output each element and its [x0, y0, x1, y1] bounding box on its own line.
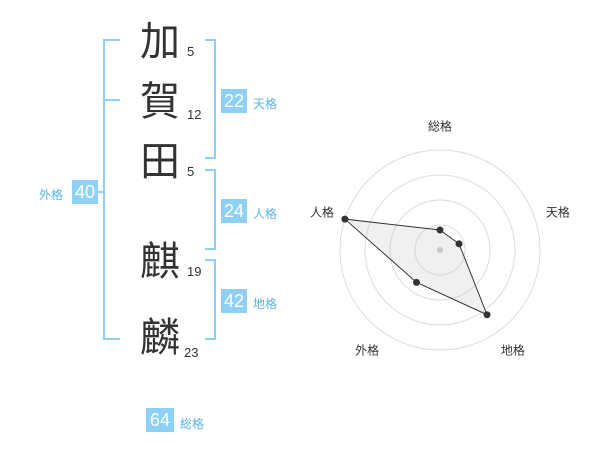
stroke-count-5: 23 — [184, 345, 199, 360]
tenkaku-bracket — [205, 39, 216, 159]
jinkaku-bracket — [205, 169, 216, 250]
radar-ring — [389, 199, 491, 301]
radar-axis-label-5: 人格 — [310, 205, 335, 220]
radar-ring — [364, 174, 516, 326]
radar-axis-label-3: 地格 — [500, 343, 525, 358]
stroke-count-2: 12 — [187, 107, 202, 122]
chikaku-label: 地格 — [253, 297, 278, 311]
radar-ring — [414, 224, 466, 276]
tenkaku-label: 天格 — [253, 97, 278, 111]
name-char-5: 麟 — [140, 315, 180, 361]
radar-center-dot — [437, 247, 443, 253]
radar-axis-label-2: 天格 — [545, 205, 570, 220]
radar-point-4 — [412, 278, 420, 286]
soukaku-label: 総格 — [180, 417, 205, 431]
stroke-count-3: 5 — [187, 164, 195, 179]
radar-ring — [339, 149, 541, 351]
jinkaku-value: 24 — [221, 199, 247, 223]
chikaku-bracket — [205, 259, 216, 340]
gaikaku-bracket — [103, 39, 120, 340]
chikaku-value: 42 — [221, 289, 247, 313]
name-char-2: 賀 — [140, 79, 180, 125]
soukaku-value: 64 — [146, 408, 174, 432]
radar-point-1 — [436, 226, 444, 234]
stroke-count-1: 5 — [187, 44, 195, 59]
gaikaku-label: 外格 — [39, 188, 64, 202]
radar-axis-label-1: 総格 — [427, 119, 453, 134]
name-char-1: 加 — [140, 19, 180, 65]
radar-axis-label-4: 外格 — [355, 343, 380, 358]
radar-point-2 — [455, 240, 463, 248]
jinkaku-label: 人格 — [253, 207, 278, 221]
name-char-3: 田 — [140, 139, 180, 185]
radar-point-3 — [483, 311, 491, 319]
radar-point-5 — [341, 215, 349, 223]
stroke-count-4: 19 — [187, 264, 202, 279]
gaikaku-value: 40 — [72, 180, 98, 204]
tenkaku-value: 22 — [221, 89, 247, 113]
radar-series-shape — [343, 218, 488, 316]
name-char-4: 麒 — [140, 239, 180, 285]
